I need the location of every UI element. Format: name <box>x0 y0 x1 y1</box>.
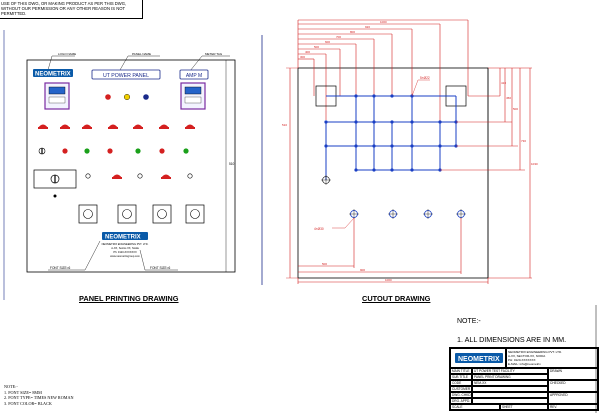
svg-text:500: 500 <box>314 45 319 49</box>
panel-banner-text: UT POWER PANEL <box>103 73 149 79</box>
svg-text:300: 300 <box>300 55 305 59</box>
square-buttons <box>78 204 205 224</box>
font-notes: NOTE:- 1. FONT SIZE= 8MM 2. FONT TYPE= T… <box>4 384 74 406</box>
hole-label-bottom: 4×Ø30 <box>314 227 324 231</box>
switch-row <box>33 169 193 198</box>
address-line-2: A-XX, Sector-XX, Noida <box>111 246 139 250</box>
tb-row-value-5 <box>472 392 548 398</box>
tb-right-2: CHECKED <box>548 380 598 392</box>
leader-top-left: LOGO NAME <box>58 52 76 56</box>
bottom-dimension-labels: 500 900 1000 <box>322 262 392 282</box>
svg-text:730: 730 <box>521 139 526 143</box>
tb-row-value-3: NEM-XX <box>472 380 548 386</box>
tb-row-value-2: PANEL PRINT DRAWING <box>472 374 548 380</box>
svg-text:700: 700 <box>336 35 341 39</box>
panel-drawing-title: PANEL PRINTING DRAWING <box>79 294 179 303</box>
svg-text:900: 900 <box>360 268 365 272</box>
panel-logo: NEOMETRIX <box>33 69 73 78</box>
panel-bottom-logo-text: NEOMETRIX <box>105 235 141 241</box>
dimension-note: 1. ALL DIMENSIONS ARE IN MM. <box>457 335 567 344</box>
tb-bottom-2: SHEET <box>500 404 548 410</box>
hole-nodes <box>324 94 458 172</box>
push-buttons-row <box>38 124 195 129</box>
panel-bottom-logo: NEOMETRIX NEOMETRIX ENGINEERING PVT. LTD… <box>102 232 149 258</box>
address-line-4: www.neometrixgroup.com <box>110 254 140 258</box>
tb-row-value-4 <box>472 386 548 392</box>
meter-tag-box <box>179 69 209 80</box>
font-note-3: 3. FONT COLOR= BLACK <box>4 400 52 406</box>
meter-tag-text: AMP M <box>186 73 202 79</box>
top-dimension-labels: 1000 920 800 700 600 500 400 300 <box>300 20 387 59</box>
title-block-logo-graphic: NEOMETRIX <box>455 353 503 363</box>
meter-right <box>180 82 206 110</box>
svg-text:600: 600 <box>325 40 330 44</box>
bottom-holes <box>350 210 465 218</box>
lamp-blue <box>143 94 149 100</box>
title-block-company: NEOMETRIX ENGINEERING PVT. LTD. A-XX, SE… <box>506 348 598 368</box>
title-block-logo: NEOMETRIX <box>450 348 506 368</box>
bottom-dimensions <box>297 218 489 284</box>
address-line-3: Ph: 0120-XXXXXXX <box>113 250 137 254</box>
svg-text:1000: 1000 <box>385 278 392 282</box>
svg-text:1000: 1000 <box>380 20 387 24</box>
font-note-2: 2. FONT TYPE= TIMES NEW ROMAN <box>4 395 74 401</box>
svg-text:500: 500 <box>513 107 518 111</box>
svg-text:NEOMETRIX: NEOMETRIX <box>458 356 500 363</box>
right-dimension-labels: 410 450 500 730 1030 <box>501 81 538 166</box>
address-line-1: NEOMETRIX ENGINEERING PVT. LTD. <box>102 242 149 246</box>
font-notes-header: NOTE:- <box>4 384 18 389</box>
tb-row-label-3: CODE <box>450 380 472 386</box>
svg-text:500: 500 <box>322 262 327 266</box>
tb-row-label-4: CUSTOMER <box>450 386 472 392</box>
meter-left <box>44 82 70 110</box>
title-block: NEOMETRIX NEOMETRIX ENGINEERING PVT. LTD… <box>449 347 599 411</box>
indicator-row <box>38 147 189 155</box>
warning-note: USE OF THIS DWG, OR MAKING PRODUCT AS PE… <box>0 0 143 19</box>
right-dimensions <box>440 67 532 279</box>
leader-top-right: METER TAG <box>205 52 223 56</box>
tb-row-label-6: DRG. APPD. <box>450 398 472 404</box>
svg-text:400: 400 <box>305 50 310 54</box>
hole-grid <box>325 95 457 180</box>
svg-text:410: 410 <box>501 81 506 85</box>
tb-row-value-1: UT POWER TEST FACILITY <box>472 368 548 374</box>
dimension-note-header: NOTE:- <box>457 318 481 325</box>
tb-bottom-3: REV. <box>548 404 598 410</box>
tb-right-1: DRAWN <box>548 368 598 380</box>
cutout-drawing-title: CUTOUT DRAWING <box>362 294 431 303</box>
svg-text:450: 450 <box>506 96 511 100</box>
lamp-red <box>105 94 111 100</box>
tb-row-label-2: SUB TITLE <box>450 374 472 380</box>
panel-vertical-dim: 510 <box>229 162 235 166</box>
panel-logo-text: NEOMETRIX <box>35 72 71 78</box>
font-note-1: 1. FONT SIZE= 8MM <box>4 389 42 395</box>
svg-text:920: 920 <box>365 25 370 29</box>
leader-top-mid: PANEL NAME <box>132 52 151 56</box>
svg-text:800: 800 <box>350 30 355 34</box>
tb-row-label-5: DWG. CHKD. <box>450 392 472 398</box>
panel-banner <box>91 69 161 80</box>
left-dimension-label: 510 <box>282 123 287 127</box>
leader-bottom-right: FONT SIZE=6 <box>150 266 170 270</box>
panel-printing-drawing: LOGO NAME PANEL NAME METER TAG NEOMETRIX… <box>26 52 236 273</box>
tb-right-3: APPROVED <box>548 392 598 404</box>
lamp-yellow <box>123 93 130 100</box>
tb-row-label-1: MAIN TITLE <box>450 368 472 374</box>
cutout-drawing: 1000 920 800 700 600 500 400 300 <box>282 19 538 284</box>
hole-label-top: 5×Ø22 <box>420 76 430 80</box>
svg-text:1030: 1030 <box>531 162 538 166</box>
tb-row-value-6 <box>472 398 548 404</box>
tb-bottom-1: SCALE <box>450 404 500 410</box>
leader-bottom-left: FONT SIZE=6 <box>50 266 70 270</box>
